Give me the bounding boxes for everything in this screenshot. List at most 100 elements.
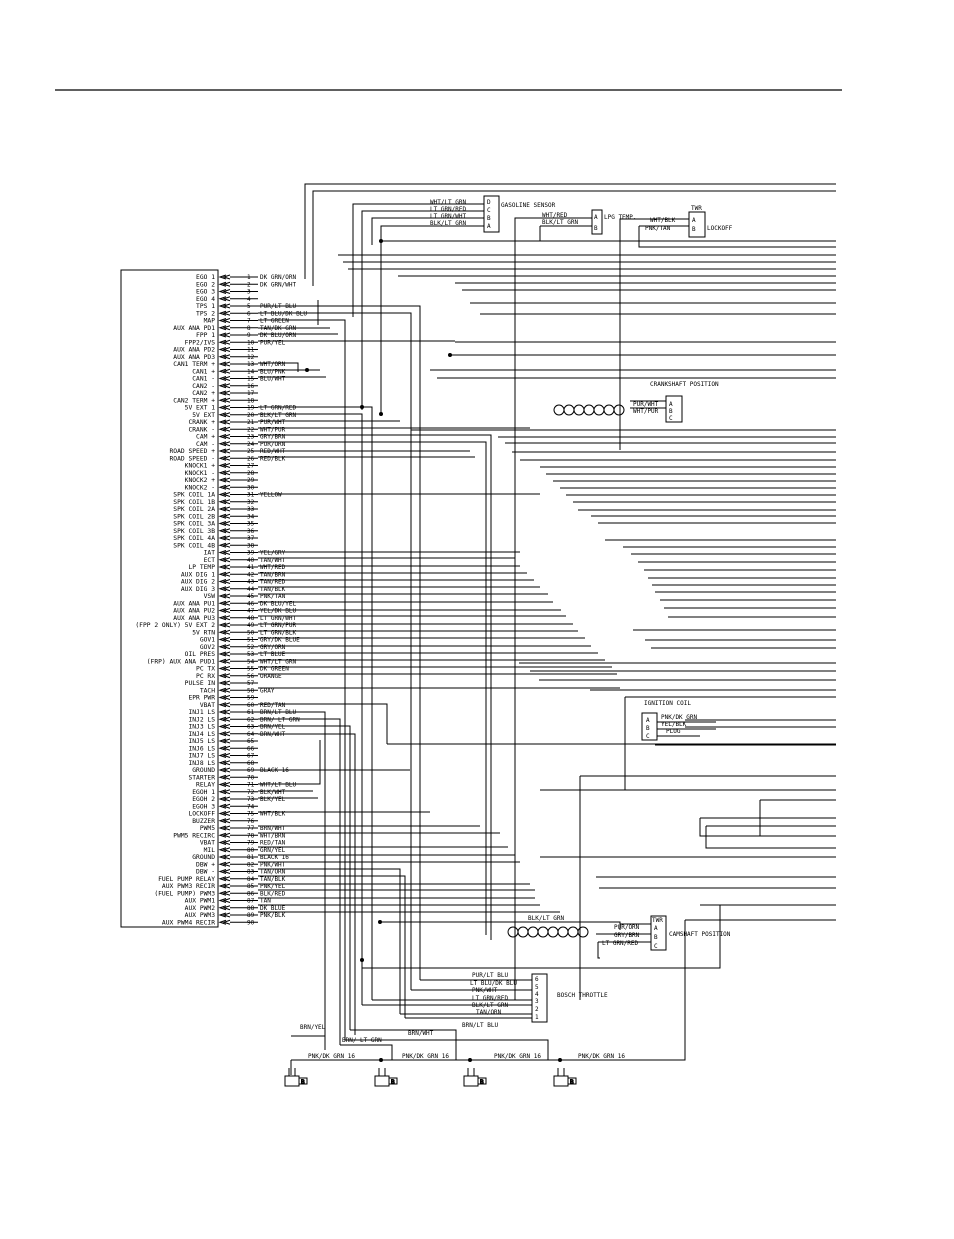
gasoline-wire-2: LT GRN/RED — [430, 206, 467, 213]
pin-arrow-icon — [218, 600, 231, 606]
pin-arrow-icon — [218, 289, 231, 294]
ecm-pin-number: 85 — [247, 883, 255, 890]
pin-arrow-icon — [218, 405, 231, 410]
ecm-pin-name: PC RX — [196, 673, 215, 680]
ecm-pin-name: CAN2 + — [192, 390, 215, 397]
ecm-wire-stubs — [230, 276, 258, 923]
ecm-pin-name: INJ4 LS — [188, 731, 215, 738]
ecm-pin-name: SPK COIL 3A — [173, 521, 215, 528]
throttle-connector — [531, 973, 548, 1023]
twist-loop — [567, 926, 579, 938]
throttle-wire-3: PNK/WHT — [472, 987, 498, 994]
ecm-pin-number: 1 — [247, 274, 251, 281]
pin-arrow-icon — [218, 513, 231, 519]
ecm-pin-wire-color: BLU/WHT — [260, 376, 286, 383]
pin-arrow-icon — [218, 919, 231, 925]
pin-arrow-icon — [218, 310, 231, 316]
ecm-pin-name: DBW + — [196, 861, 215, 868]
cam-wire-2: GRY/BRN — [614, 932, 640, 939]
ecm-pin-name: IAT — [204, 550, 216, 557]
pin-arrow-icon — [218, 412, 231, 418]
ecm-pin-number: 12 — [247, 354, 255, 361]
ecm-pin-number: 80 — [247, 847, 255, 854]
ecm-pin-wire-color: LT GRN/WHT — [260, 615, 297, 622]
ecm-pin-wire-color: DK BLUE — [260, 905, 286, 912]
ecm-pin-wire-color: BLK/RED — [260, 890, 286, 897]
pin-arrow-icon — [218, 861, 231, 867]
gasoline-sensor-connector — [483, 195, 500, 233]
gasoline-wire-3: LT GRN/WHT — [430, 213, 467, 220]
ecm-pin-name: CAN2 - — [192, 383, 215, 390]
ecm-pin-name: AUX PWM3 RECIR — [162, 883, 215, 890]
ecm-pin-number: 9 — [247, 332, 251, 339]
ecm-pin-name: SPK COIL 2B — [173, 513, 215, 520]
throttle-wire-5: BLK/LT GRN — [472, 1002, 509, 1009]
ecm-pin-name: SPK COIL 3B — [173, 528, 215, 535]
pin-arrow-icon — [218, 869, 231, 874]
injector-pin-label: B — [391, 1079, 395, 1086]
ecm-pin-wire-color: BLACK 16 — [260, 767, 289, 774]
injector-pin-label: B — [480, 1079, 484, 1086]
pin-arrow-icon — [218, 760, 231, 766]
ecm-pin-name: AUX ANA PD2 — [173, 347, 215, 354]
camshaft-twisted-pair — [507, 926, 589, 938]
ecm-pin-number: 8 — [247, 325, 251, 332]
camshaft-labels: TWR CAMSHAFT POSITION BLK/LT GRN PUR/ORN… — [528, 915, 731, 950]
inj-power-4: PNK/DK GRN 16 — [578, 1053, 625, 1060]
ecm-pin-name: CRANK + — [188, 419, 215, 426]
ign-pin-b: B — [646, 725, 650, 732]
pin-arrow-icon — [218, 477, 231, 483]
ecm-pin-arrows — [218, 274, 231, 925]
injector-pin-label: B — [301, 1079, 305, 1086]
throttle-pin-6: 6 — [535, 976, 539, 983]
lockoff-wire-1: WHT/BLK — [650, 217, 676, 224]
inj-power-1: PNK/DK GRN 16 — [308, 1053, 355, 1060]
ecm-pin-number: 73 — [247, 796, 255, 803]
pin-arrow-icon — [218, 484, 231, 490]
lockoff-title-top: TWR — [691, 205, 702, 212]
pin-arrow-icon — [218, 368, 231, 374]
ecm-pin-name: DBW - — [196, 869, 215, 876]
cam-top-wire: BLK/LT GRN — [528, 915, 565, 922]
gasoline-wire-4: BLK/LT GRN — [430, 220, 467, 227]
twist-loop — [583, 404, 595, 416]
ecm-pin-name: 5V RTN — [192, 629, 215, 636]
pin-arrow-icon — [218, 448, 231, 454]
ecm-pin-number: 10 — [247, 339, 255, 346]
ecm-pin-number: 15 — [247, 376, 255, 383]
pin-arrow-icon — [218, 550, 231, 555]
ecm-pin-number: 36 — [247, 528, 255, 535]
ecm-pin-wire-color: TAN/ORN — [260, 869, 286, 876]
ecm-pin-name: SPK COIL 1A — [173, 492, 215, 499]
ecm-pin-number: 61 — [247, 709, 255, 716]
ecm-pin-name: EGOH 1 — [192, 789, 215, 796]
pin-arrow-icon — [218, 673, 231, 679]
ecm-pin-number: 53 — [247, 651, 255, 658]
ecm-pin-name: AUX ANA PD3 — [173, 354, 215, 361]
lpg-pin-b: B — [594, 225, 598, 232]
ecm-pin-number: 59 — [247, 695, 255, 702]
ecm-pin-wire-color: LT GRN/RED — [260, 405, 297, 412]
ecm-pin-wire-color: BLU/PNK — [260, 368, 286, 375]
ecm-pin-name: GOV1 — [200, 637, 215, 644]
pin-arrow-icon — [218, 840, 231, 845]
ecm-pin-number: 72 — [247, 789, 255, 796]
ecm-pin-wire-color: DK GRN/WHT — [260, 281, 297, 288]
ecm-pin-wire-color: BRN/ LT GRN — [260, 716, 300, 723]
camshaft-title: CAMSHAFT POSITION — [669, 931, 731, 938]
ecm-pin-number: 19 — [247, 405, 255, 412]
ecm-connector — [120, 269, 219, 928]
ecm-pin-name: PC TX — [196, 666, 215, 673]
ecm-pin-name: INJ2 LS — [188, 716, 215, 723]
pin-arrow-icon — [218, 274, 231, 280]
throttle-wire-2: LT BLU/DK BLU — [470, 980, 517, 987]
throttle-wire-6: TAN/ORN — [476, 1009, 502, 1016]
ecm-pin-name: VBAT — [200, 702, 215, 709]
ecm-pin-number: 16 — [247, 383, 255, 390]
twist-loop — [577, 926, 589, 938]
ecm-pin-wire-color: RED/TAN — [260, 702, 286, 709]
fuel-injector-icon: B — [463, 1068, 487, 1087]
ecm-pin-wire-color: PUR/ORN — [260, 441, 286, 448]
fuel-injector-icon: B — [553, 1068, 577, 1087]
